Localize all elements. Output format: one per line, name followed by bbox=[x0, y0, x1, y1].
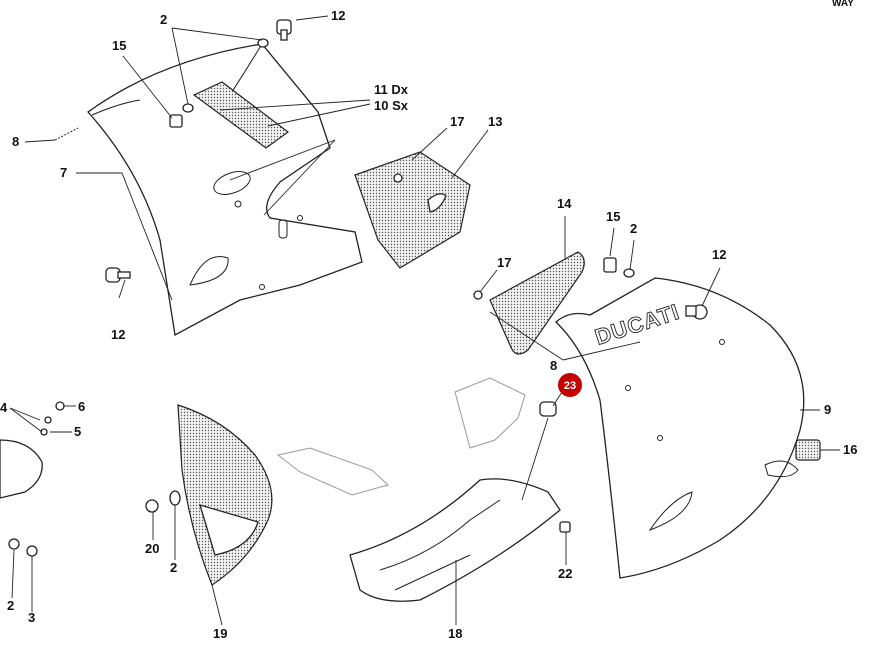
leader-lines bbox=[9, 15, 840, 626]
callout-2: 2 bbox=[170, 560, 177, 575]
callout-2: 2 bbox=[7, 598, 14, 613]
panel-16 bbox=[795, 439, 821, 461]
lower-panel-19 bbox=[177, 404, 273, 586]
panel-14 bbox=[473, 251, 585, 355]
callout-12: 12 bbox=[111, 327, 125, 342]
upper-left-fairing-panel bbox=[87, 43, 363, 337]
clip-15-top bbox=[169, 114, 183, 128]
spring-8-left bbox=[54, 127, 79, 141]
callout-17: 17 bbox=[450, 114, 464, 129]
callout-16: 16 bbox=[843, 442, 857, 457]
callout-19: 19 bbox=[213, 626, 227, 641]
left-edge-panel bbox=[0, 401, 65, 557]
callout-5: 5 bbox=[74, 424, 81, 439]
callout-12: 12 bbox=[331, 8, 345, 23]
callout-13: 13 bbox=[488, 114, 502, 129]
air-vent-grille bbox=[192, 81, 290, 149]
washer-2-right bbox=[623, 268, 635, 278]
hotspot-marker-23[interactable]: 23 bbox=[558, 373, 582, 397]
washer-2-left bbox=[182, 103, 194, 113]
callout-8: 8 bbox=[12, 134, 19, 149]
spacer-23 bbox=[539, 401, 557, 417]
hotspot-label[interactable]: 23 bbox=[564, 380, 576, 392]
clip-15-right bbox=[603, 257, 617, 273]
screw-12-top bbox=[276, 19, 292, 41]
callout-3: 3 bbox=[28, 610, 35, 625]
callout-15: 15 bbox=[606, 209, 620, 224]
callout-2: 2 bbox=[630, 221, 637, 236]
callout-11-dx: 11 Dx bbox=[374, 82, 409, 97]
washer-2-top bbox=[257, 38, 269, 48]
callout-9: 9 bbox=[824, 402, 831, 417]
belly-pan-18 bbox=[349, 478, 561, 602]
callout-15: 15 bbox=[112, 38, 126, 53]
callout-18: 18 bbox=[448, 626, 462, 641]
screw-12-left bbox=[105, 267, 131, 283]
callout-7: 7 bbox=[60, 165, 67, 180]
screw-12-right bbox=[685, 304, 708, 320]
callout-2: 2 bbox=[160, 12, 167, 27]
callout-10-sx: 10 Sx bbox=[374, 98, 409, 113]
callout-20: 20 bbox=[145, 541, 159, 556]
washer-2-lower bbox=[169, 490, 181, 506]
inner-panel-13 bbox=[354, 151, 471, 269]
corner-logo: WAY bbox=[832, 0, 854, 9]
callout-17: 17 bbox=[497, 255, 511, 270]
callout-4: 4 bbox=[0, 400, 8, 415]
callout-14: 14 bbox=[557, 196, 572, 211]
screw-22 bbox=[559, 521, 571, 533]
callout-12: 12 bbox=[712, 247, 726, 262]
callout-6: 6 bbox=[78, 399, 85, 414]
callout-8: 8 bbox=[550, 358, 557, 373]
callout-22: 22 bbox=[558, 566, 572, 581]
callout-labels: 2 12 15 11 Dx 10 Sx 8 7 17 13 12 14 15 2… bbox=[0, 8, 857, 641]
frame-bracket-ghost bbox=[276, 377, 526, 496]
right-side-fairing-panel: DUCATI bbox=[555, 277, 805, 579]
hotspot-circle[interactable] bbox=[558, 373, 582, 397]
screw-20 bbox=[145, 499, 159, 513]
